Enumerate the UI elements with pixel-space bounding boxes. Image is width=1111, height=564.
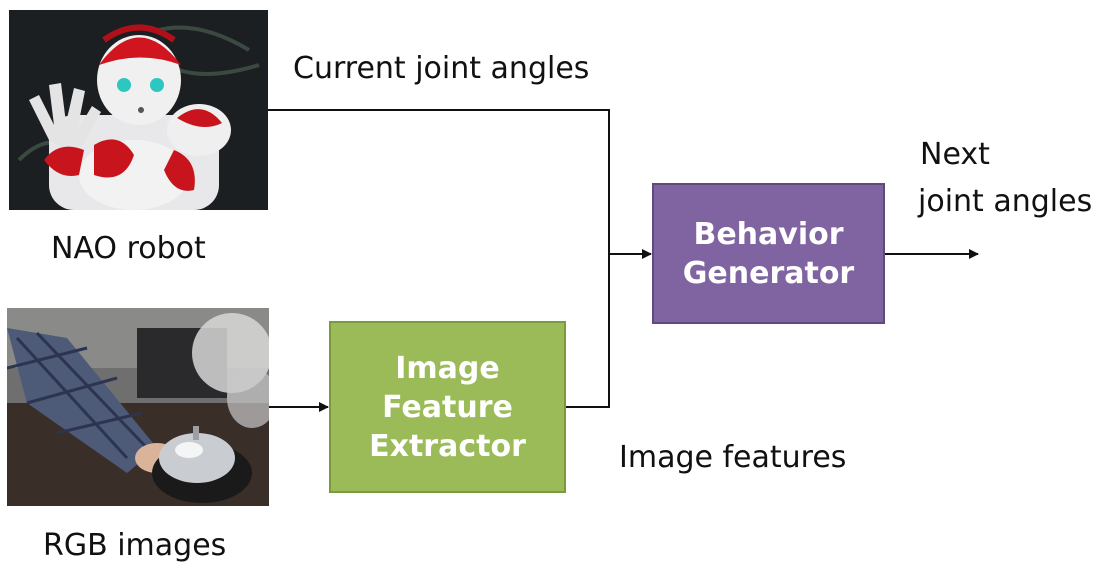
extractor-line-1: Image bbox=[395, 350, 500, 386]
image-features-label: Image features bbox=[619, 440, 847, 475]
rgb-camera-view-photo bbox=[7, 308, 269, 506]
behavior-line-2: Generator bbox=[682, 255, 855, 291]
behavior-generator-box: Behavior Generator bbox=[652, 183, 885, 324]
nao-robot-caption: NAO robot bbox=[51, 231, 206, 266]
rgb-images-caption: RGB images bbox=[43, 528, 227, 563]
next-label: Next bbox=[920, 137, 990, 172]
features-line bbox=[566, 254, 610, 408]
image-feature-extractor-box: Image Feature Extractor bbox=[329, 321, 566, 493]
nao-robot-photo bbox=[9, 10, 268, 210]
behavior-line-1: Behavior bbox=[693, 216, 844, 252]
joint-angles-label: joint angles bbox=[918, 184, 1093, 219]
extractor-line-2: Feature bbox=[382, 389, 513, 425]
current-angles-line bbox=[268, 109, 610, 254]
extractor-line-3: Extractor bbox=[369, 428, 526, 464]
current-joint-angles-label: Current joint angles bbox=[293, 51, 590, 86]
